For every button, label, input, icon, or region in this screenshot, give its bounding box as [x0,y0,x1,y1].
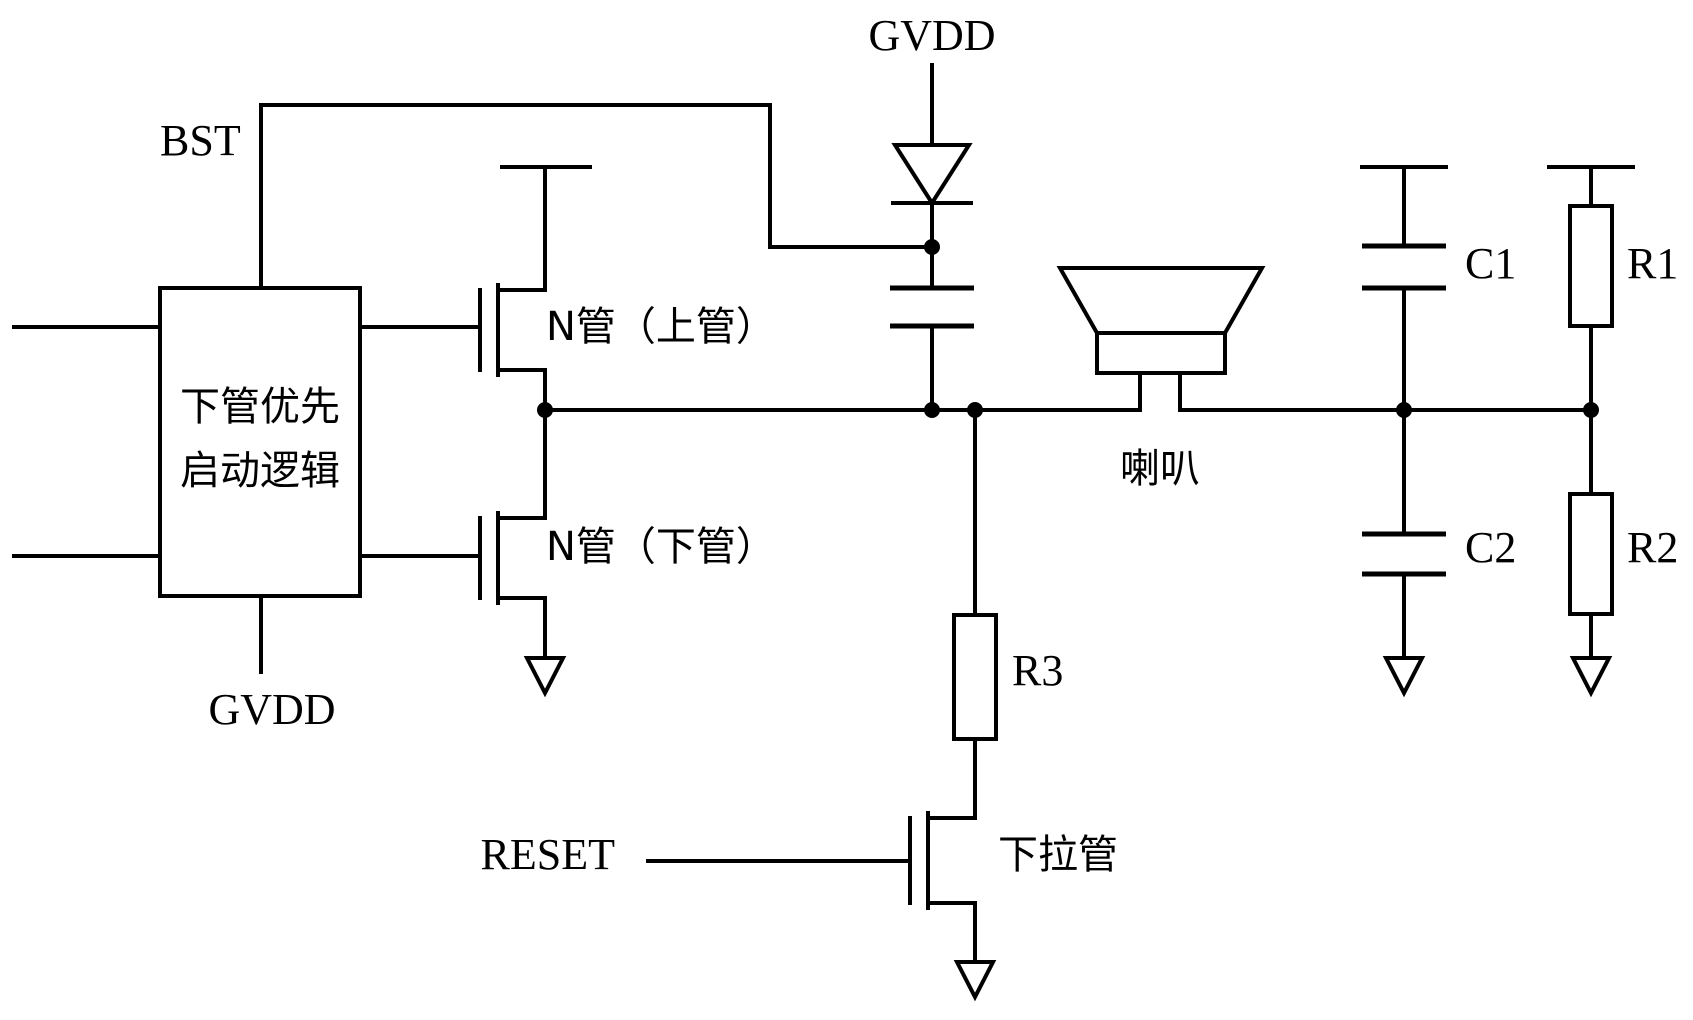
r1-label: R1 [1627,239,1678,288]
logic-block: 下管优先 启动逻辑 [12,286,362,674]
bootstrap-capacitor [890,285,974,412]
r2-label: R2 [1627,523,1678,572]
bst-wire: BST [160,103,934,290]
logic-label-line2: 启动逻辑 [180,448,340,494]
speaker: 喇叭 [1056,266,1266,492]
bst-label: BST [160,116,241,165]
pulldown-nmos: RESET 下拉管 [481,811,1118,1002]
resistor-r3: R3 [952,408,1063,820]
gvdd-bottom-label: GVDD [208,685,335,734]
resistor-r2: R2 [1568,408,1678,698]
speaker-label: 喇叭 [1120,446,1200,492]
capacitor-c1: C1 [1360,165,1516,412]
output-node [537,402,1599,418]
upper-nmos-label: N管（上管） [546,304,776,350]
r3-label: R3 [1012,646,1063,695]
logic-label-line1: 下管优先 [180,384,340,430]
lower-nmos: N管（下管） [358,408,776,698]
pulldown-label: 下拉管 [998,832,1118,878]
c2-label: C2 [1465,523,1516,572]
lower-nmos-label: N管（下管） [546,524,776,570]
upper-nmos: N管（上管） [358,165,776,412]
gvdd-top-label: GVDD [868,11,995,60]
resistor-r1: R1 [1547,165,1678,412]
capacitor-c2: C2 [1362,408,1516,698]
c1-label: C1 [1465,239,1516,288]
bootstrap-diode: GVDD [868,11,996,290]
reset-label: RESET [481,830,616,879]
